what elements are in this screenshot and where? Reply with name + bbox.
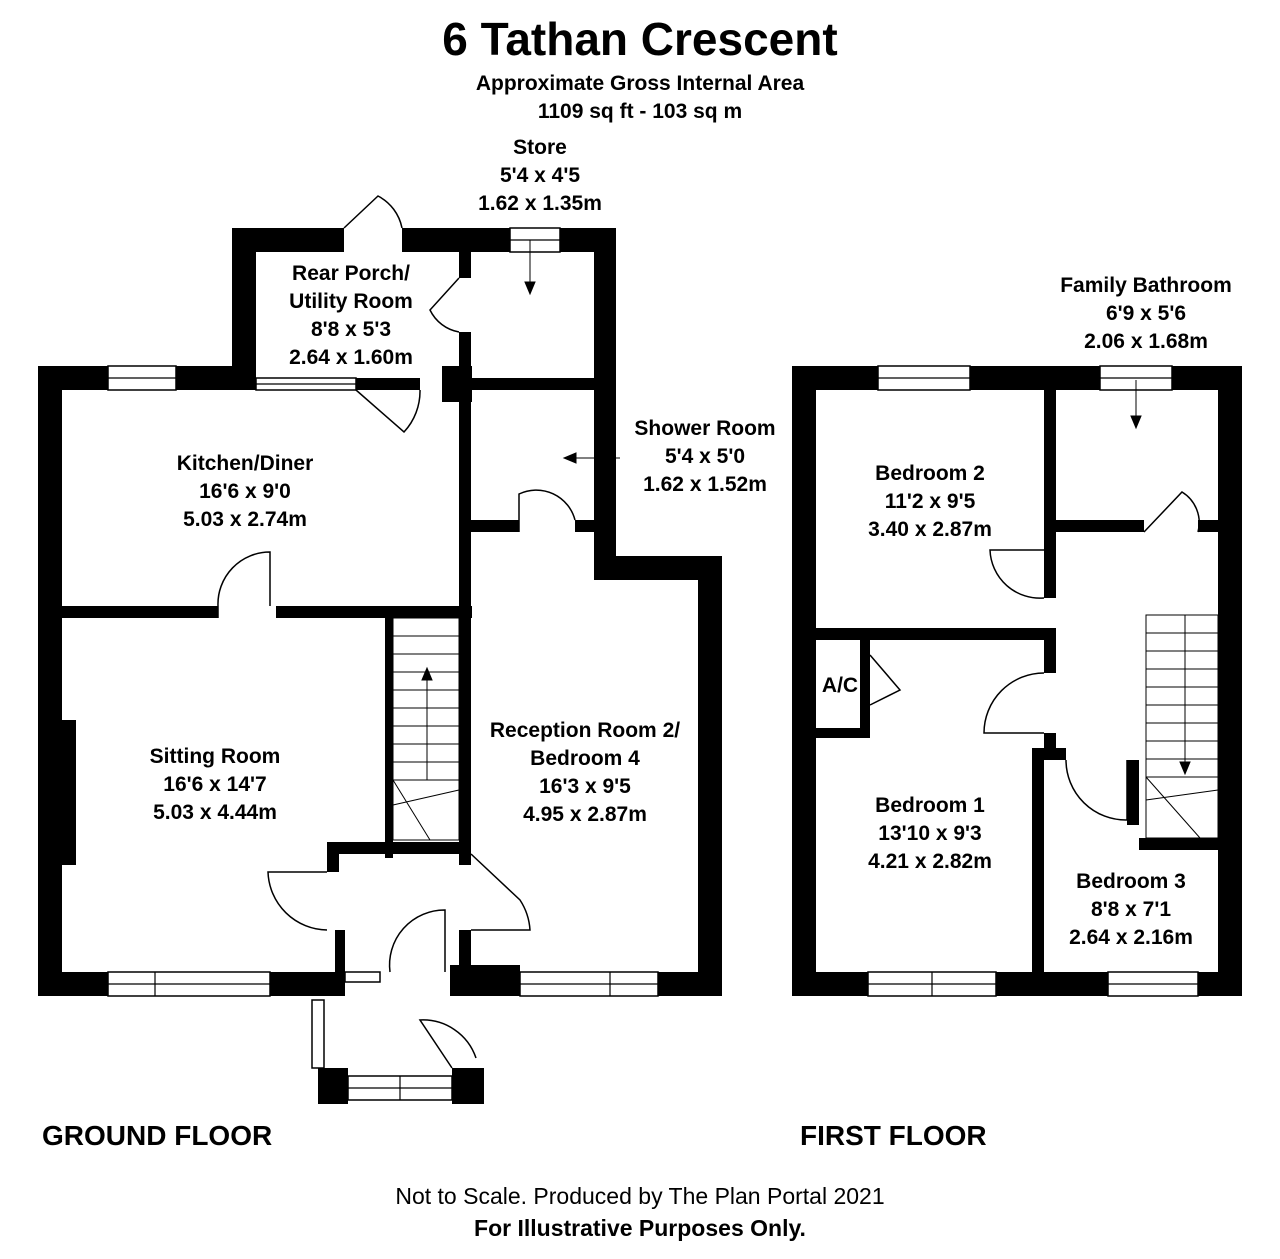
ground-floor-walls bbox=[38, 228, 722, 1104]
room-name: Rear Porch/ bbox=[292, 262, 410, 285]
illustrative-disclaimer: For Illustrative Purposes Only. bbox=[474, 1215, 806, 1241]
room-label-rear-porch: Rear Porch/ Utility Room 8'8 x 5'3 2.64 … bbox=[256, 260, 446, 372]
room-label-shower-room: Shower Room 5'4 x 5'0 1.62 x 1.52m bbox=[615, 415, 795, 499]
room-name: Reception Room 2/ bbox=[489, 719, 681, 742]
room-label-bedroom-1: Bedroom 1 13'10 x 9'3 4.21 x 2.82m bbox=[830, 792, 1030, 876]
room-size-metric: 5.03 x 2.74m bbox=[183, 508, 307, 531]
staircase bbox=[392, 617, 460, 841]
door-swing bbox=[869, 654, 902, 706]
room-size-imperial: 13'10 x 9'3 bbox=[878, 822, 982, 845]
room-label-airing-cupboard: A/C bbox=[821, 674, 859, 697]
room-name: Utility Room bbox=[289, 290, 413, 313]
room-size-imperial: 5'4 x 4'5 bbox=[499, 164, 581, 187]
first-floor-walls bbox=[792, 366, 1242, 996]
door-swing bbox=[1065, 759, 1128, 821]
area-caption: Approximate Gross Internal Area bbox=[475, 72, 805, 95]
room-name: Store bbox=[513, 136, 567, 159]
room-label-sitting-room: Sitting Room 16'6 x 14'7 5.03 x 4.44m bbox=[110, 743, 320, 827]
ground-floor-label: GROUND FLOOR bbox=[42, 1120, 273, 1151]
door-swing bbox=[983, 672, 1045, 734]
room-size-imperial: 8'8 x 7'1 bbox=[1090, 898, 1172, 921]
first-floor-label: FIRST FLOOR bbox=[800, 1120, 987, 1151]
room-size-imperial: 16'6 x 14'7 bbox=[163, 773, 267, 796]
room-label-kitchen: Kitchen/Diner 16'6 x 9'0 5.03 x 2.74m bbox=[130, 450, 360, 534]
door-swing bbox=[470, 853, 531, 931]
room-name: Bedroom 4 bbox=[530, 747, 640, 770]
room-name: Family Bathroom bbox=[1060, 274, 1232, 297]
room-name: Bedroom 2 bbox=[875, 462, 985, 485]
door-swing bbox=[989, 549, 1045, 599]
room-size-metric: 5.03 x 4.44m bbox=[153, 801, 277, 824]
room-label-reception: Reception Room 2/ Bedroom 4 16'3 x 9'5 4… bbox=[470, 717, 700, 829]
room-size-metric: 2.64 x 2.16m bbox=[1069, 926, 1193, 949]
area-summary: Approximate Gross Internal Area 1109 sq … bbox=[0, 70, 1280, 126]
door-swing bbox=[355, 389, 421, 434]
room-name: Bedroom 3 bbox=[1076, 870, 1186, 893]
room-size-imperial: 8'8 x 5'3 bbox=[310, 318, 392, 341]
room-label-family-bathroom: Family Bathroom 6'9 x 5'6 2.06 x 1.68m bbox=[1036, 272, 1256, 356]
area-value: 1109 sq ft - 103 sq m bbox=[537, 100, 743, 123]
room-label-bedroom-3: Bedroom 3 8'8 x 7'1 2.64 x 2.16m bbox=[1044, 868, 1218, 952]
staircase bbox=[1145, 614, 1219, 839]
room-size-metric: 4.21 x 2.82m bbox=[868, 850, 992, 873]
door-swing bbox=[418, 1019, 477, 1069]
door-swing bbox=[429, 277, 460, 333]
window bbox=[344, 971, 381, 983]
door-swing bbox=[217, 551, 271, 618]
door-swing bbox=[518, 489, 576, 532]
room-size-imperial: 16'6 x 9'0 bbox=[199, 480, 291, 503]
room-size-metric: 2.64 x 1.60m bbox=[289, 346, 413, 369]
room-size-metric: 3.40 x 2.87m bbox=[868, 518, 992, 541]
room-size-metric: 2.06 x 1.68m bbox=[1084, 330, 1208, 353]
room-size-metric: 1.62 x 1.52m bbox=[643, 473, 767, 496]
door-swing bbox=[267, 871, 328, 931]
page-title: 6 Tathan Crescent bbox=[442, 13, 838, 65]
room-size-metric: 4.95 x 2.87m bbox=[523, 803, 647, 826]
room-name: Kitchen/Diner bbox=[176, 452, 314, 475]
room-size-imperial: 16'3 x 9'5 bbox=[539, 775, 631, 798]
room-name: Bedroom 1 bbox=[875, 794, 985, 817]
room-label-store: Store 5'4 x 4'5 1.62 x 1.35m bbox=[448, 134, 632, 218]
room-size-imperial: 6'9 x 5'6 bbox=[1105, 302, 1187, 325]
window bbox=[311, 999, 325, 1069]
room-size-imperial: 5'4 x 5'0 bbox=[664, 445, 746, 468]
door-swing bbox=[343, 195, 403, 229]
room-name: Shower Room bbox=[634, 417, 776, 440]
room-name: Sitting Room bbox=[149, 745, 281, 768]
room-label-bedroom-2: Bedroom 2 11'2 x 9'5 3.40 x 2.87m bbox=[830, 460, 1030, 544]
scale-disclaimer: Not to Scale. Produced by The Plan Porta… bbox=[395, 1183, 885, 1209]
room-size-metric: 1.62 x 1.35m bbox=[478, 192, 602, 215]
room-size-imperial: 11'2 x 9'5 bbox=[884, 490, 976, 513]
door-swing bbox=[388, 909, 446, 973]
door-swing bbox=[1143, 491, 1200, 533]
